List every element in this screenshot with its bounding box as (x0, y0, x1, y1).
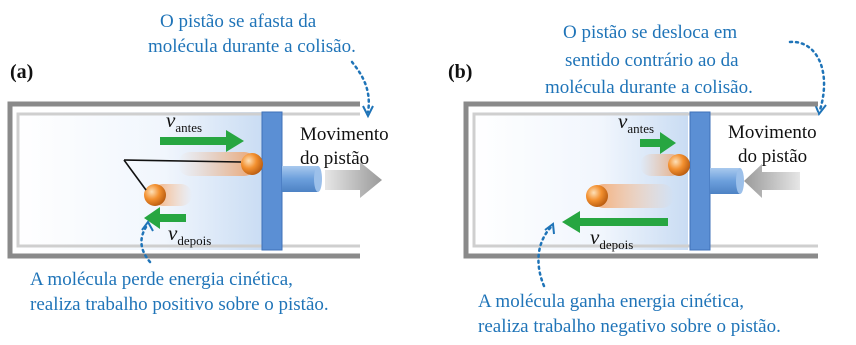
panel-b-bottom-note-line-2: realiza trabalho negativo sobre o pistão… (478, 316, 781, 337)
panel-b-piston-rod-end (736, 168, 744, 194)
panel-b-top-note: O pistão se desloca em sentido contrário… (545, 22, 753, 98)
panel-b-motion-label-line-2: do pistão (738, 146, 807, 167)
panel-b-bottom-pointer-head (544, 222, 555, 235)
panel-a-v-after-label: vdepois (168, 221, 211, 248)
panel-a-molecule-after (144, 184, 166, 206)
panel-a-piston-rod-end (314, 166, 322, 192)
panel-b-label: (b) (448, 61, 472, 83)
panel-a: (a) O pistão se afasta da molécula duran… (7, 11, 393, 315)
panel-b-top-pointer-head (814, 103, 827, 116)
panel-b-bottom-note-line-1: A molécula ganha energia cinética, (478, 291, 744, 312)
panel-a-piston-motion-arrow (325, 162, 382, 198)
panel-a-label: (a) (10, 61, 33, 83)
panel-a-molecule-before (241, 153, 263, 175)
panel-b-motion-label-line-1: Movimento (728, 122, 817, 143)
panel-a-molecule-link-line-2 (123, 159, 147, 191)
panel-b-piston-head (689, 111, 711, 251)
panel-a-piston-rod (282, 166, 318, 192)
panel-a-top-note-line-1: O pistão se afasta da (160, 11, 317, 32)
panel-a-motion-label-line-2: do pistão (300, 148, 369, 169)
panel-b-v-after-arrow (562, 211, 668, 233)
panel-b-top-note-line-2: sentido contrário ao da (565, 50, 739, 71)
panel-a-v-before-arrow (160, 130, 244, 152)
panel-b-v-before-arrow (640, 132, 676, 154)
panel-b-top-note-line-3: molécula durante a colisão. (545, 77, 753, 98)
panel-b-v-before-label: vantes (618, 109, 654, 136)
panel-a-top-note-line-2: molécula durante a colisão. (148, 36, 356, 57)
panel-b-cylinder-wall-inner (472, 112, 818, 248)
panel-a-molecule-before-trail (178, 152, 256, 176)
panel-a-bottom-note: A molécula perde energia cinética, reali… (30, 269, 329, 315)
panel-a-bottom-pointer-head (141, 220, 154, 232)
panel-b-motion-label: Movimento do pistão (728, 122, 821, 167)
panel-b-bottom-pointer (537, 224, 554, 288)
panel-a-cylinder-wall-inner (16, 112, 360, 248)
panel-b-v-after-label: vdepois (590, 225, 633, 252)
panel-b-cylinder-wall-outer (463, 101, 818, 259)
panel-a-piston-head (261, 111, 283, 251)
panel-a-molecule-link-line (123, 159, 242, 163)
panel-b-molecule-after (586, 185, 608, 207)
panel-b-piston-rod (710, 168, 740, 194)
panel-a-bottom-note-line-2: realiza trabalho positivo sobre o pistão… (30, 294, 329, 315)
panel-a-cylinder-wall-outer (7, 101, 360, 259)
panel-a-top-pointer (350, 60, 371, 114)
panel-a-top-note: O pistão se afasta da molécula durante a… (148, 11, 356, 57)
panel-b-top-pointer (788, 40, 826, 112)
panel-a-bottom-pointer (140, 222, 152, 264)
panel-b-bottom-note: A molécula ganha energia cinética, reali… (478, 291, 781, 337)
panel-a-bottom-note-line-1: A molécula perde energia cinética, (30, 269, 293, 290)
panel-b-piston-motion-arrow (744, 164, 800, 198)
panel-a-v-after-arrow (144, 207, 186, 229)
panel-a-top-pointer-head (362, 105, 374, 119)
panel-b: (b) O pistão se desloca em sentido contr… (448, 22, 827, 337)
panel-a-motion-label-line-1: Movimento (300, 124, 389, 145)
panel-b-molecule-after-trail (592, 184, 674, 208)
panel-b-molecule-before (668, 154, 690, 176)
panel-a-v-before-label: vantes (166, 108, 202, 135)
panel-b-top-note-line-1: O pistão se desloca em (563, 22, 737, 43)
panel-a-motion-label: Movimento do pistão (300, 124, 393, 169)
